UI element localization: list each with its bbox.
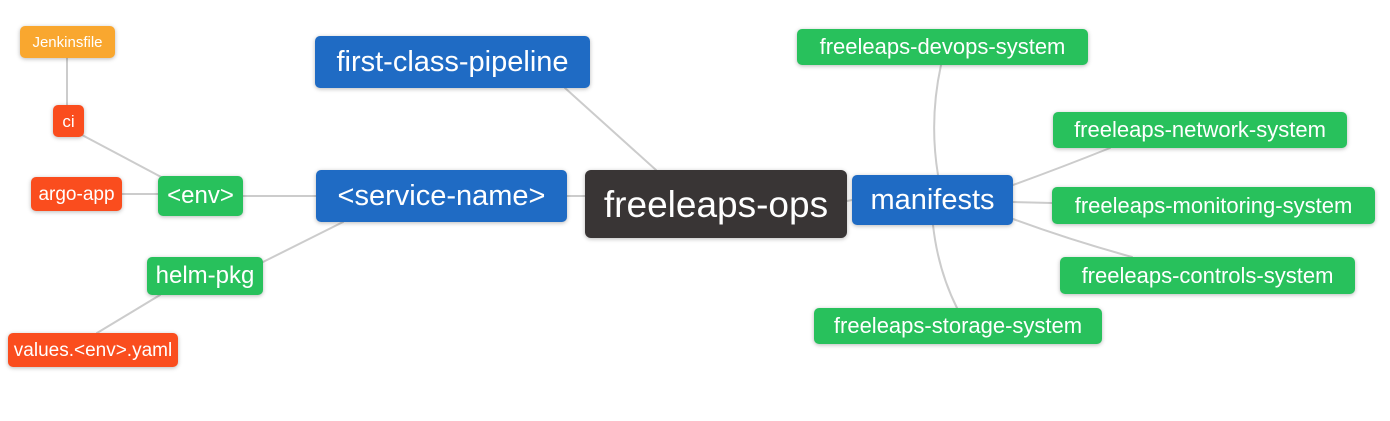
node-freeleaps-devops-system-label: freeleaps-devops-system <box>819 34 1066 59</box>
edge-manifests-storage <box>932 224 958 309</box>
node-argo-app-label: argo-app <box>38 183 115 205</box>
node-manifests[interactable]: manifests <box>852 175 1013 225</box>
node-freeleaps-monitoring-system[interactable]: freeleaps-monitoring-system <box>1052 187 1375 224</box>
edge-pipeline-root <box>564 87 657 171</box>
edge-servicename-helmpkg <box>262 221 344 263</box>
node-first-class-pipeline-label: first-class-pipeline <box>336 45 569 78</box>
node-freeleaps-devops-system[interactable]: freeleaps-devops-system <box>797 29 1088 65</box>
edge-manifests-monitoring <box>1012 201 1053 204</box>
node-service-name-label: <service-name> <box>337 179 546 212</box>
node-freeleaps-monitoring-system-label: freeleaps-monitoring-system <box>1074 192 1353 218</box>
node-first-class-pipeline[interactable]: first-class-pipeline <box>315 36 590 88</box>
node-ci[interactable]: ci <box>53 105 84 137</box>
edge-helmpkg-valuesyaml <box>96 294 161 334</box>
node-freeleaps-network-system[interactable]: freeleaps-network-system <box>1053 112 1347 148</box>
node-freeleaps-storage-system[interactable]: freeleaps-storage-system <box>814 308 1102 344</box>
edge-ci-env <box>81 134 164 179</box>
node-manifests-label: manifests <box>870 183 995 216</box>
node-env-label: <env> <box>167 182 234 209</box>
node-freeleaps-network-system-label: freeleaps-network-system <box>1074 117 1326 142</box>
node-freeleaps-controls-system-label: freeleaps-controls-system <box>1081 262 1334 288</box>
node-freeleaps-storage-system-label: freeleaps-storage-system <box>833 313 1083 338</box>
edge-manifests-network <box>1012 147 1111 186</box>
node-env[interactable]: <env> <box>158 176 243 216</box>
edge-manifests-controls <box>1012 218 1133 258</box>
node-argo-app[interactable]: argo-app <box>31 177 122 211</box>
node-ci-label: ci <box>62 111 75 131</box>
edge-root-manifests <box>846 199 853 202</box>
node-helm-pkg-label: helm-pkg <box>155 262 255 289</box>
node-values-env-yaml-label: values.<env>.yaml <box>13 339 173 361</box>
node-helm-pkg[interactable]: helm-pkg <box>147 257 263 295</box>
node-jenkinsfile-label: Jenkinsfile <box>32 33 103 51</box>
node-root-freeleaps-ops-label: freeleaps-ops <box>603 183 829 225</box>
node-root-freeleaps-ops[interactable]: freeleaps-ops <box>585 170 847 238</box>
edge-manifests-devops <box>933 64 942 176</box>
node-freeleaps-controls-system[interactable]: freeleaps-controls-system <box>1060 257 1355 294</box>
node-jenkinsfile[interactable]: Jenkinsfile <box>20 26 115 58</box>
node-values-env-yaml[interactable]: values.<env>.yaml <box>8 333 178 367</box>
node-service-name[interactable]: <service-name> <box>316 170 567 222</box>
